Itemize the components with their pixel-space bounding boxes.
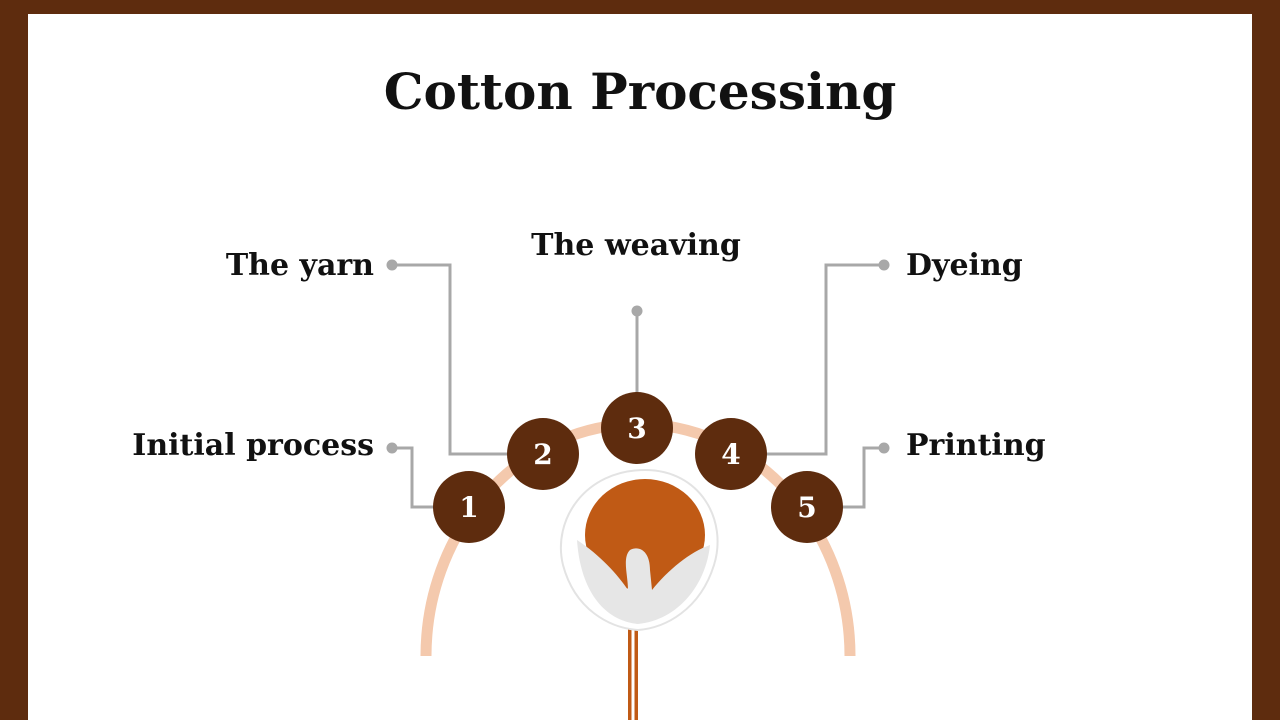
connector-4 — [766, 263, 884, 456]
step-label-3: The weaving — [531, 228, 741, 263]
page-title: Cotton Processing — [383, 62, 897, 121]
connector-dot-5 — [878, 442, 890, 454]
connector-dot-2 — [386, 259, 398, 271]
step-number-5: 5 — [797, 491, 816, 524]
connector-5 — [840, 446, 884, 509]
cotton-petals — [577, 540, 710, 624]
step-number-2: 2 — [533, 438, 552, 471]
step-label-1: Initial process — [132, 428, 374, 463]
connector-dot-1 — [386, 442, 398, 454]
step-number-1: 1 — [459, 491, 478, 524]
step-label-2: The yarn — [225, 248, 374, 283]
connector-1 — [392, 446, 436, 509]
step-node-4: 4 — [695, 418, 767, 490]
step-node-1: 1 — [433, 471, 505, 543]
step-node-2: 2 — [507, 418, 579, 490]
step-number-3: 3 — [627, 412, 646, 445]
connector-dot-3 — [631, 305, 643, 317]
cotton-flower-icon — [559, 468, 719, 720]
connector-2 — [392, 263, 510, 456]
step-node-3: 3 — [601, 392, 673, 464]
cotton-boll — [585, 479, 705, 591]
step-number-4: 4 — [721, 438, 740, 471]
step-label-4: Dyeing — [906, 248, 1023, 283]
connector-dot-4 — [878, 259, 890, 271]
step-node-5: 5 — [771, 471, 843, 543]
step-label-5: Printing — [906, 428, 1046, 463]
